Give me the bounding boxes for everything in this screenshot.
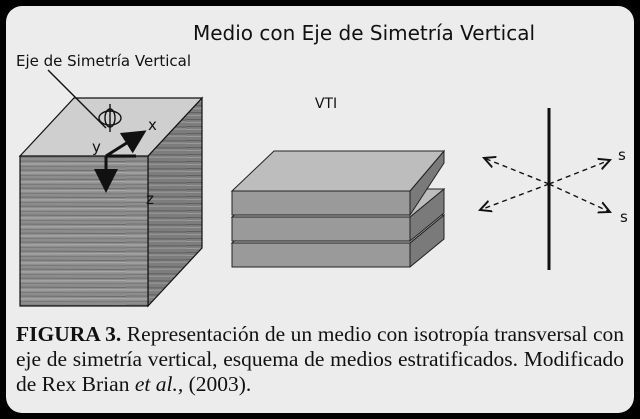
dashed-arrow-upper-right — [548, 160, 610, 185]
x-axis-label: x — [148, 116, 157, 134]
caption-text: Representación de un medio con isotropía… — [16, 322, 625, 396]
diagram-canvas: Medio con Eje de Simetría Vertical Eje d… — [16, 21, 628, 308]
symmetry-axis-line — [47, 69, 107, 129]
figure-title: Medio con Eje de Simetría Vertical — [193, 21, 535, 45]
z-axis-label: z — [146, 190, 154, 208]
caption-label: FIGURA 3. — [16, 322, 122, 346]
dashed-arrow-lower-right — [548, 183, 610, 212]
figure-caption: FIGURA 3. Representación de un medio con… — [16, 322, 624, 397]
layer-top — [230, 149, 446, 217]
symmetry-axis-label: Eje de Simetría Vertical — [16, 52, 191, 70]
figure-panel: Medio con Eje de Simetría Vertical Eje d… — [6, 6, 634, 413]
vti-label: VTI — [315, 96, 337, 112]
x-axis-arrow — [105, 130, 147, 158]
caption-etal: et al., — [134, 372, 184, 396]
rotation-icon — [98, 104, 122, 132]
cube-front-face — [19, 155, 149, 307]
wave-label-lower: s — [620, 208, 628, 226]
dashed-arrow-upper-left — [484, 158, 550, 185]
stratified-layers — [230, 149, 446, 268]
caption-year: (2003). — [183, 372, 252, 396]
polarization-sketch: s s — [480, 108, 628, 270]
wave-label-upper: s — [618, 146, 626, 164]
dashed-arrow-lower-left — [480, 183, 550, 210]
stratified-cube: x y z — [18, 69, 204, 308]
y-axis-label: y — [92, 138, 101, 156]
